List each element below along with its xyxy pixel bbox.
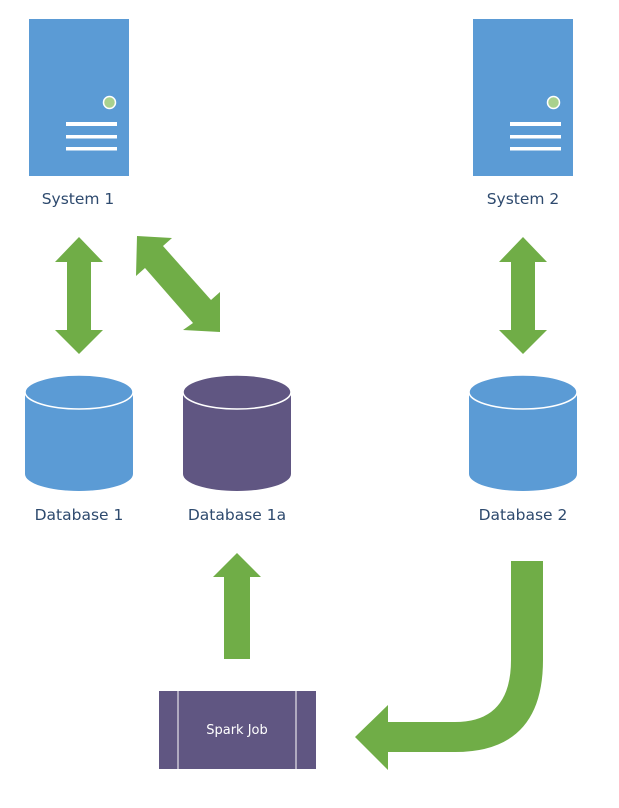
database2: Database 2 (468, 374, 578, 524)
arrow-database2-sparkjob (355, 561, 543, 770)
database1a-label: Database 1a (188, 506, 286, 524)
database1-label: Database 1 (35, 506, 124, 524)
database-icon (24, 374, 134, 491)
database2-label: Database 2 (479, 506, 568, 524)
database1a: Database 1a (182, 374, 292, 524)
system1-label: System 1 (42, 190, 115, 208)
server-icon (473, 19, 573, 176)
spark-job-label: Spark Job (206, 723, 268, 738)
database-icon (182, 374, 292, 491)
system1-server: System 1 (29, 19, 129, 208)
database1: Database 1 (24, 374, 134, 524)
spark-job: Spark Job (159, 691, 316, 769)
database-icon (468, 374, 578, 491)
process-box (159, 691, 316, 769)
system2-label: System 2 (487, 190, 560, 208)
system2-server: System 2 (473, 19, 573, 208)
arrow-system1-database1 (55, 237, 103, 354)
arrow-sparkjob-database1a (213, 553, 261, 659)
server-icon (29, 19, 129, 176)
arrow-system2-database2 (499, 237, 547, 354)
arrow-system1-database1a (136, 236, 220, 332)
